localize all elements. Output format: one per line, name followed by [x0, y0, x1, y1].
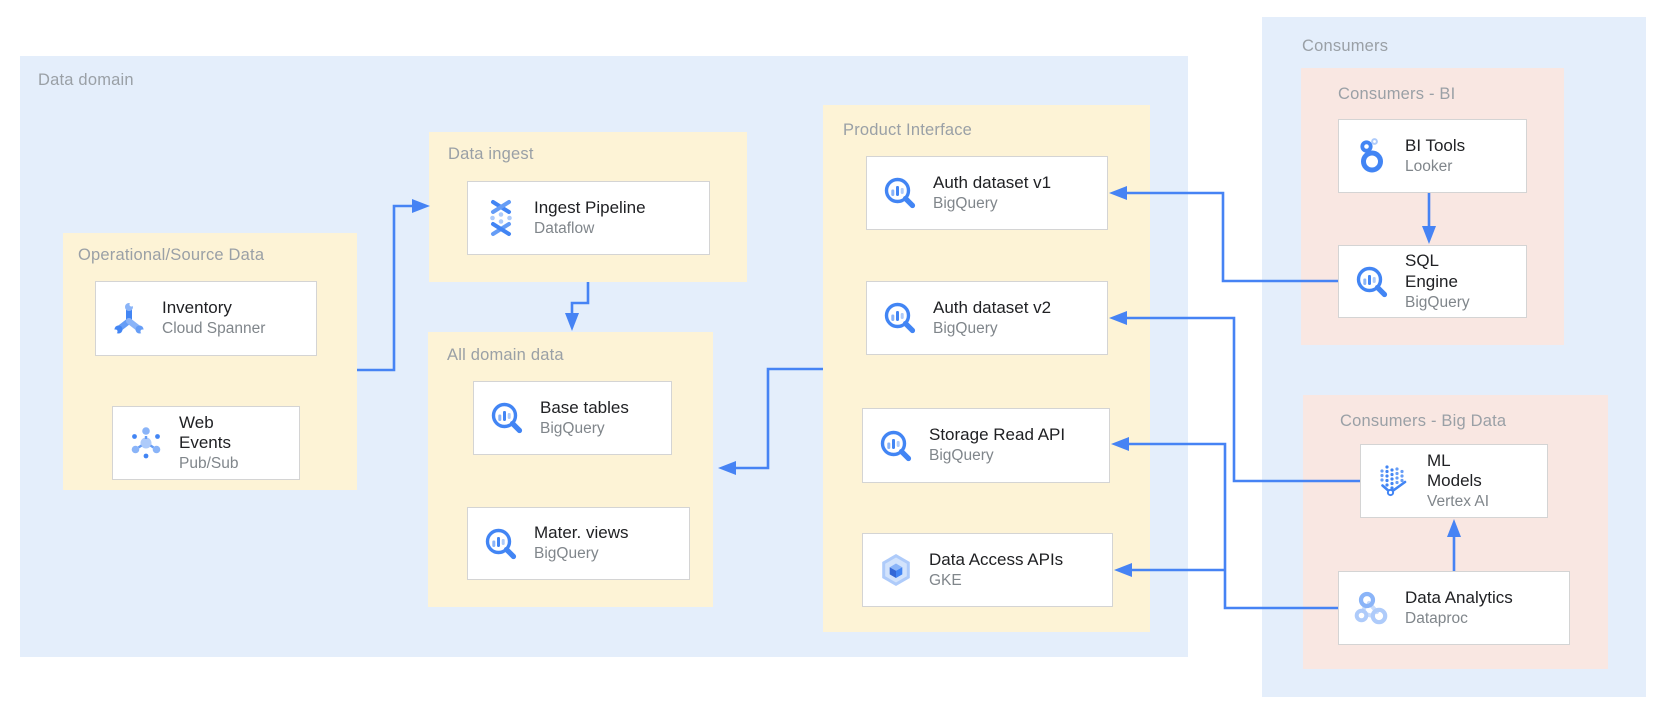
- consumers-label: Consumers: [1302, 37, 1389, 55]
- bigquery-icon: [884, 302, 916, 334]
- card-text: Auth dataset v1 BigQuery: [933, 173, 1051, 213]
- card-subtitle: Dataproc: [1405, 609, 1468, 627]
- card-text: Inventory Cloud Spanner: [162, 298, 265, 338]
- operational-source-data-label: Operational/Source Data: [78, 246, 265, 264]
- card-title: Web Events: [179, 412, 231, 453]
- mater-views-card: Mater. views BigQuery: [467, 507, 690, 580]
- consumers-bi-group: Consumers - BI BI Tools Looker: [1301, 68, 1564, 345]
- card-subtitle: BigQuery: [933, 319, 998, 337]
- data-ingest-label: Data ingest: [448, 145, 534, 163]
- web-events-card: Web Events Pub/Sub: [112, 406, 300, 480]
- card-text: SQL Engine BigQuery: [1405, 251, 1470, 312]
- card-subtitle: Vertex AI: [1427, 493, 1490, 511]
- card-subtitle: BigQuery: [1405, 293, 1470, 311]
- card-subtitle: Pub/Sub: [179, 455, 239, 473]
- looker-icon: [1360, 138, 1383, 173]
- card-title: Data Access APIs: [929, 549, 1064, 569]
- card-title: BI Tools: [1405, 135, 1466, 155]
- card-subtitle: Dataflow: [534, 219, 595, 237]
- dataflow-icon: [490, 200, 512, 236]
- ml-models-card: ML Models Vertex AI: [1360, 444, 1548, 518]
- data-domain-label: Data domain: [38, 71, 134, 89]
- consumers-region: Consumers Consumers - BI BI Tools Looker: [1262, 17, 1646, 697]
- card-text: Storage Read API BigQuery: [929, 425, 1065, 465]
- card-text: BI Tools Looker: [1405, 136, 1465, 176]
- data-analytics-card: Data Analytics Dataproc: [1338, 571, 1570, 645]
- card-text: Base tables BigQuery: [540, 398, 629, 438]
- card-title: Storage Read API: [929, 425, 1066, 445]
- card-title: Mater. views: [534, 523, 629, 543]
- bigquery-icon: [884, 177, 916, 209]
- card-title: Inventory: [162, 298, 232, 318]
- card-subtitle: BigQuery: [534, 545, 599, 563]
- card-text: Web Events Pub/Sub: [179, 413, 238, 474]
- card-text: Data Access APIs GKE: [929, 550, 1063, 590]
- card-text: Data Analytics Dataproc: [1405, 588, 1513, 628]
- pubsub-icon: [131, 427, 161, 459]
- base-tables-card: Base tables BigQuery: [473, 381, 672, 455]
- auth-dataset-v1-card: Auth dataset v1 BigQuery: [866, 156, 1108, 230]
- card-subtitle: BigQuery: [933, 194, 998, 212]
- card-text: Auth dataset v2 BigQuery: [933, 298, 1051, 338]
- card-text: Ingest Pipeline Dataflow: [534, 198, 646, 238]
- bi-tools-card: BI Tools Looker: [1338, 119, 1527, 193]
- sql-engine-card: SQL Engine BigQuery: [1338, 245, 1527, 318]
- bigquery-icon: [880, 430, 912, 461]
- card-title: SQL Engine: [1405, 251, 1458, 291]
- bigquery-icon: [485, 528, 517, 559]
- bigquery-icon: [491, 402, 523, 434]
- card-title: Base tables: [540, 397, 629, 417]
- inventory-card: Inventory Cloud Spanner: [95, 281, 317, 356]
- vertex-ai-icon: [1380, 465, 1407, 497]
- card-title: Data Analytics: [1405, 587, 1513, 607]
- bigquery-icon: [1356, 266, 1388, 297]
- card-subtitle: Cloud Spanner: [162, 320, 266, 338]
- all-domain-data-label: All domain data: [447, 346, 564, 364]
- card-title: Auth dataset v2: [933, 297, 1052, 317]
- storage-read-api-card: Storage Read API BigQuery: [862, 408, 1110, 483]
- data-ingest-group: Data ingest Ingest Pipeline: [429, 132, 747, 282]
- ingest-pipeline-card: Ingest Pipeline Dataflow: [467, 181, 710, 255]
- card-title: Auth dataset v1: [933, 172, 1052, 192]
- card-title: Ingest Pipeline: [534, 197, 646, 217]
- consumers-bi-label: Consumers - BI: [1338, 85, 1456, 103]
- auth-dataset-v2-card: Auth dataset v2 BigQuery: [866, 281, 1108, 355]
- card-text: Mater. views BigQuery: [534, 523, 628, 563]
- consumers-big-data-group: Consumers - Big Data ML: [1303, 395, 1608, 669]
- card-subtitle: Looker: [1405, 157, 1453, 175]
- card-subtitle: BigQuery: [929, 447, 994, 465]
- card-text: ML Models Vertex AI: [1427, 451, 1489, 512]
- product-interface-label: Product Interface: [843, 121, 973, 139]
- all-domain-data-group: All domain data Base tables BigQuery: [428, 332, 713, 607]
- gke-icon: [882, 554, 910, 586]
- data-domain-region: Data domain Operational/Source Data Inve…: [20, 56, 1188, 657]
- cloud-spanner-icon: [113, 302, 145, 333]
- product-interface-group: Product Interface Auth dataset v1 BigQue…: [823, 105, 1150, 632]
- operational-source-data-group: Operational/Source Data Inventory Cloud …: [63, 233, 357, 490]
- consumers-big-data-label: Consumers - Big Data: [1340, 412, 1507, 430]
- card-subtitle: GKE: [929, 571, 962, 589]
- dataproc-icon: [1354, 591, 1388, 625]
- data-access-apis-card: Data Access APIs GKE: [862, 533, 1113, 607]
- card-subtitle: BigQuery: [540, 419, 605, 437]
- card-title: ML Models: [1427, 450, 1482, 491]
